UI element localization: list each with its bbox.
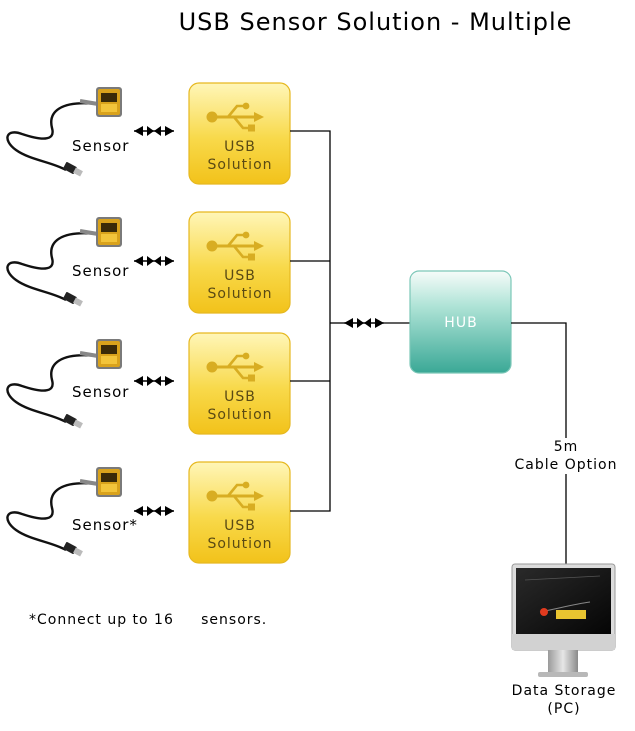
pc-label: Data Storage (PC) — [494, 682, 634, 718]
sensor-label-1: Sensor — [72, 137, 130, 155]
usb-solution-line1: USB — [224, 268, 256, 284]
usb-solution-line2: Solution — [207, 536, 273, 552]
cable-option-text: Cable Option — [514, 457, 618, 473]
usb-solution-box-3 — [188, 332, 291, 435]
usb-solution-line2: Solution — [207, 407, 273, 423]
usb-solution-line1: USB — [224, 139, 256, 155]
usb-solution-label-1: USB Solution — [189, 138, 291, 174]
usb-solution-box-2 — [188, 211, 291, 314]
usb-solution-box-1 — [188, 82, 291, 185]
diagram-title: USB Sensor Solution - Multiple — [178, 8, 573, 36]
sensor-label-4: Sensor* — [72, 516, 138, 534]
monitor-icon — [511, 563, 616, 677]
pc-label-line1: Data Storage — [511, 683, 617, 699]
pc-label-line2: (PC) — [547, 701, 581, 717]
double-arrow-icon-1 — [133, 125, 175, 137]
sensor-device-icon-1 — [5, 85, 125, 179]
bus-lines — [290, 130, 344, 512]
usb-solution-label-2: USB Solution — [189, 267, 291, 303]
usb-solution-box-4 — [188, 461, 291, 564]
sensor-label-3: Sensor — [72, 383, 130, 401]
usb-solution-line1: USB — [224, 389, 256, 405]
cable-length: 5m — [553, 439, 579, 455]
double-arrow-icon-hub — [343, 317, 385, 329]
usb-solution-line2: Solution — [207, 157, 273, 173]
usb-solution-line2: Solution — [207, 286, 273, 302]
cable-option-label: 5m Cable Option — [496, 438, 635, 474]
hub-box — [409, 270, 512, 374]
sensor-label-2: Sensor — [72, 262, 130, 280]
sensor-device-icon-4 — [5, 465, 125, 559]
footnote: *Connect up to 16 sensors. — [29, 612, 268, 628]
hub-label: HUB — [444, 315, 478, 331]
double-arrow-icon-2 — [133, 255, 175, 267]
usb-solution-label-4: USB Solution — [189, 517, 291, 553]
cable-line — [511, 322, 567, 566]
double-arrow-icon-4 — [133, 505, 175, 517]
double-arrow-icon-3 — [133, 375, 175, 387]
usb-solution-label-3: USB Solution — [189, 388, 291, 424]
usb-solution-line1: USB — [224, 518, 256, 534]
